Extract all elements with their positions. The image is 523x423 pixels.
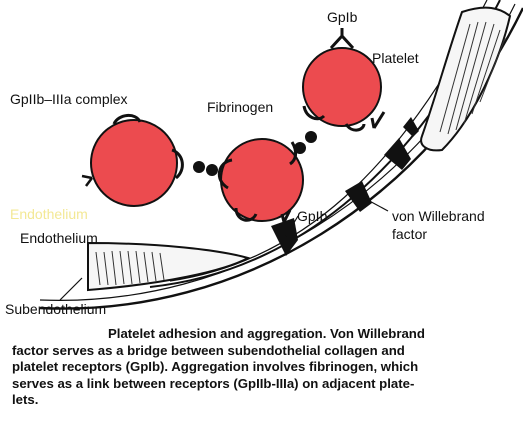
label-subendothelium: Subendothelium xyxy=(5,301,106,317)
gpiib-iiia-receptor-right xyxy=(171,148,184,180)
caption-line-2: factor serves as a bridge between subend… xyxy=(12,342,405,358)
label-gpiib-iiia-complex: GpIIb–IIIa complex xyxy=(10,91,128,107)
label-gpib-bottom: GpIb xyxy=(297,208,328,224)
label-fibrinogen: Fibrinogen xyxy=(207,99,273,115)
gpib-receptor-lower-right xyxy=(370,111,386,129)
gpiib-iiia-receptor-upper-right xyxy=(289,141,298,166)
caption-line-1: Platelet adhesion and aggregation. Von W… xyxy=(108,326,425,341)
gpiib-iiia-receptor-left xyxy=(217,158,233,190)
label-endothelium-ghost: Endothelium xyxy=(10,206,88,222)
gpib-receptor-top xyxy=(329,28,355,50)
platelet-middle xyxy=(217,138,304,223)
gpiib-iiia-receptor-top xyxy=(112,114,142,125)
caption-line-3: platelet receptors (GpIb). Aggregation i… xyxy=(12,359,419,374)
fibrinogen-link-left xyxy=(193,161,218,176)
subendothelium-pointer xyxy=(59,277,83,301)
gpib-receptor-bottom-right xyxy=(280,209,292,223)
gpib-bottom-pointer xyxy=(285,215,299,237)
caption-line-5: lets. xyxy=(12,392,39,407)
label-vwf-line1: von Willebrand xyxy=(392,208,485,224)
label-gpib-top: GpIb xyxy=(327,9,358,25)
label-endothelium: Endothelium xyxy=(20,230,98,246)
label-vwf-line2: factor xyxy=(392,226,427,242)
gpiib-iiia-receptor-bottom xyxy=(234,207,258,222)
vwf-arrow-3 xyxy=(384,138,411,170)
vwf-pointer xyxy=(363,197,389,212)
vwf-arrow-4 xyxy=(403,117,419,137)
gpiib-iiia-receptor-lower-left xyxy=(302,105,326,121)
gpiib-iiia-receptor-bottom-right xyxy=(344,123,366,132)
figure-caption: Platelet adhesion and aggregation. Von W… xyxy=(12,326,518,409)
endothelial-cell-left xyxy=(87,241,251,292)
platelet-top-right xyxy=(302,28,386,132)
endothelial-cell-right xyxy=(420,6,512,152)
vwf-arrow-2 xyxy=(345,181,372,212)
label-platelet: Platelet xyxy=(372,50,419,66)
gpib-spike-left xyxy=(81,174,93,187)
caption-line-4: serves as a link between receptors (GpII… xyxy=(12,375,415,391)
platelet-left xyxy=(81,114,184,207)
fibrinogen-link-right xyxy=(294,131,317,154)
